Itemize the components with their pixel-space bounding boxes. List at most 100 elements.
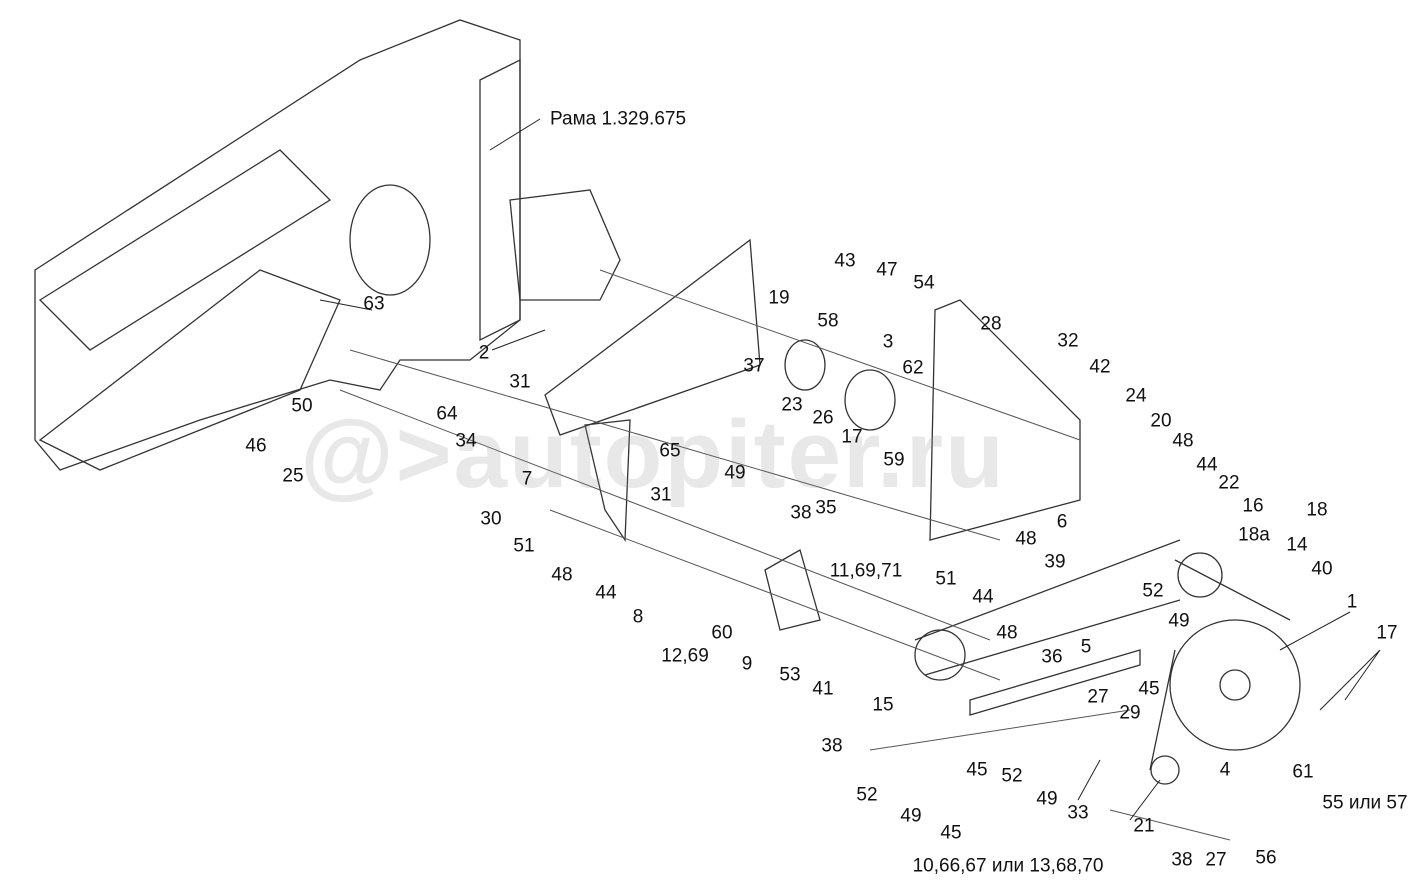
- part-label-23: 23: [781, 394, 803, 416]
- part-label-34: 34: [455, 430, 477, 452]
- axis-lines: [339, 269, 1231, 841]
- part-label-48a: 48: [1172, 430, 1194, 452]
- part-label-12: 12,69: [661, 645, 709, 667]
- part-label-45c: 45: [940, 822, 962, 844]
- part-label-48b: 48: [1015, 528, 1037, 550]
- part-label-32: 32: [1057, 330, 1079, 352]
- part-label-28: 28: [980, 313, 1002, 335]
- part-label-40: 40: [1311, 558, 1333, 580]
- part-label-63: 63: [363, 293, 385, 315]
- chain: [914, 539, 1291, 771]
- part-label-39: 39: [1044, 551, 1066, 573]
- part-label-56: 56: [1255, 847, 1277, 869]
- part-label-27a: 27: [1087, 686, 1109, 708]
- part-label-10: 10,66,67 или 13,68,70: [912, 855, 1104, 877]
- sprocket-21: [1150, 755, 1180, 785]
- frame-beam: [479, 58, 521, 342]
- part-label-24: 24: [1125, 385, 1147, 407]
- part-label-48d: 48: [996, 622, 1018, 644]
- part-label-18a: 18а: [1238, 524, 1270, 546]
- part-label-17b: 17: [1376, 622, 1398, 644]
- bar-5: [969, 649, 1141, 716]
- part-label-17a: 17: [841, 426, 863, 448]
- bearing-60: [764, 549, 821, 631]
- part-label-58: 58: [817, 310, 839, 332]
- hub-3: [844, 369, 896, 431]
- part-label-43: 43: [834, 250, 856, 272]
- part-label-38b: 38: [821, 735, 843, 757]
- part-label-15: 15: [872, 694, 894, 716]
- part-label-11: 11,69,71: [829, 560, 903, 582]
- part-label-62: 62: [902, 357, 924, 379]
- part-label-45a: 45: [1138, 678, 1160, 700]
- bracket-30: [584, 419, 631, 543]
- part-label-30: 30: [480, 508, 502, 530]
- part-label-21: 21: [1133, 815, 1155, 837]
- gearbox: [509, 189, 621, 301]
- plate-7: [544, 238, 761, 436]
- part-label-64: 64: [436, 403, 458, 425]
- frame-outline: [34, 19, 521, 471]
- part-label-47: 47: [876, 259, 898, 281]
- part-label-9: 9: [741, 653, 753, 675]
- sprocket-16: [1177, 552, 1223, 598]
- part-label-59: 59: [883, 449, 905, 471]
- frame-label: Рама 1.329.675: [549, 108, 687, 130]
- sprocket-1: [1169, 619, 1301, 751]
- part-label-5: 5: [1080, 636, 1092, 658]
- part-label-52c: 52: [856, 784, 878, 806]
- part-label-38c: 38: [1171, 849, 1193, 871]
- part-label-49a: 49: [724, 462, 746, 484]
- feeder-assembly: [38, 269, 341, 471]
- part-label-22: 22: [1218, 472, 1240, 494]
- part-label-25: 25: [282, 465, 304, 487]
- part-label-7: 7: [521, 468, 533, 490]
- part-label-48c: 48: [551, 564, 573, 586]
- part-label-53: 53: [779, 664, 801, 686]
- part-label-26: 26: [812, 407, 834, 429]
- part-label-1: 1: [1346, 591, 1358, 613]
- part-label-36: 36: [1041, 646, 1063, 668]
- part-label-55: 55 или 57: [1322, 792, 1408, 814]
- part-label-38a: 38: [790, 502, 812, 524]
- part-label-8: 8: [632, 606, 644, 628]
- part-label-44a: 44: [1196, 454, 1218, 476]
- auger-disc: [349, 184, 431, 296]
- part-label-14: 14: [1286, 534, 1308, 556]
- part-label-61: 61: [1292, 761, 1314, 783]
- auger-drum: [38, 149, 332, 351]
- part-label-41: 41: [812, 678, 834, 700]
- part-label-49d: 49: [900, 805, 922, 827]
- part-label-49b: 49: [1168, 610, 1190, 632]
- part-label-3: 3: [882, 331, 894, 353]
- part-label-45b: 45: [966, 759, 988, 781]
- part-label-44c: 44: [595, 582, 617, 604]
- part-label-60: 60: [711, 622, 733, 644]
- part-label-6: 6: [1056, 511, 1068, 533]
- part-label-54: 54: [913, 272, 935, 294]
- part-label-46: 46: [245, 435, 267, 457]
- part-label-50: 50: [291, 395, 313, 417]
- part-label-51b: 51: [513, 535, 535, 557]
- part-label-19: 19: [768, 287, 790, 309]
- flange-19: [784, 339, 826, 391]
- part-label-52b: 52: [1001, 765, 1023, 787]
- sprocket-1-hub: [1219, 669, 1251, 701]
- part-label-16: 16: [1242, 495, 1264, 517]
- part-label-51a: 51: [935, 568, 957, 590]
- part-label-4: 4: [1219, 759, 1231, 781]
- part-label-44b: 44: [972, 586, 994, 608]
- watermark: @>autopiter.ru: [300, 401, 1006, 508]
- part-label-31b: 31: [650, 484, 672, 506]
- part-label-65: 65: [659, 440, 681, 462]
- part-label-18: 18: [1306, 499, 1328, 521]
- part-label-27b: 27: [1205, 849, 1227, 871]
- part-label-29: 29: [1119, 702, 1141, 724]
- part-label-42: 42: [1089, 356, 1111, 378]
- part-label-37: 37: [743, 355, 765, 377]
- part-label-35: 35: [815, 497, 837, 519]
- part-label-49c: 49: [1036, 788, 1058, 810]
- part-label-20: 20: [1150, 410, 1172, 432]
- part-label-2: 2: [478, 342, 490, 364]
